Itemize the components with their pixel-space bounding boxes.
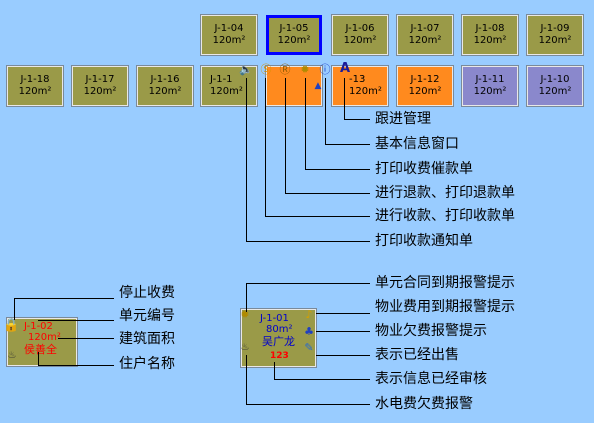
unit-code: J-1-07 [410, 23, 440, 34]
unit-area: 120m² [148, 86, 182, 97]
unit-code: J-1-02 [24, 321, 53, 332]
label-sold: 表示已经出售 [375, 347, 459, 363]
unit-area: 120m² [538, 35, 572, 46]
label-property-fee-expiry-alert: 物业费用到期报警提示 [375, 299, 515, 315]
unit-cell-j-1-17[interactable]: J-1-17 120m² [71, 65, 129, 107]
unit-code: J-1-04 [214, 23, 244, 34]
label-contract-expiry-alert: 单元合同到期报警提示 [375, 275, 515, 291]
unit-cell-j-1-14-obscured[interactable] [265, 65, 323, 107]
unit-code: -13 [349, 74, 366, 85]
unit-code: J-1-12 [410, 74, 440, 85]
unit-area: 120m² [349, 86, 382, 97]
owner-name: 吴广龙 [262, 335, 295, 348]
contract-alert-bulb-icon: ✹ [240, 308, 250, 321]
label-follow-up: 跟进管理 [375, 111, 431, 127]
label-print-notice: 打印收款通知单 [375, 233, 473, 249]
owner-name: 侯善全 [24, 343, 57, 356]
unit-area: 120m² [473, 35, 507, 46]
unit-code: J-1-1 [210, 74, 233, 85]
unit-area: 120m² [473, 86, 507, 97]
unit-cell-j-1-10[interactable]: J-1-10 120m² [526, 65, 584, 107]
unit-cell-j-1-15-partial[interactable]: J-1-1 120m² [200, 65, 258, 107]
label-audited: 表示信息已经审核 [375, 371, 487, 387]
label-utility-arrears-alert: 水电费欠费报警 [375, 396, 473, 412]
label-collect-payment: 进行收款、打印收款单 [375, 208, 515, 224]
unit-cell-j-1-07[interactable]: J-1-07 120m² [396, 14, 454, 56]
unit-cell-j-1-09[interactable]: J-1-09 120m² [526, 14, 584, 56]
alarm-bell-icon: ▲ [314, 81, 322, 91]
unit-code: J-1-17 [85, 74, 115, 85]
legend-unit-cell-right: J-1-01 80m² 吴广龙 123 [240, 308, 317, 368]
label-resident-name: 住户名称 [119, 356, 175, 372]
audit-number: 123 [270, 351, 289, 361]
unit-code: J-1-18 [20, 74, 50, 85]
unit-cell-j-1-08[interactable]: J-1-08 120m² [461, 14, 519, 56]
unit-area: 120m² [83, 86, 117, 97]
label-building-area: 建筑面积 [119, 331, 175, 347]
utility-arrears-icon: ♨ [240, 342, 250, 353]
unit-cell-j-1-05-selected[interactable]: J-1-05 120m² [266, 15, 322, 55]
label-property-arrears-alert: 物业欠费报警提示 [375, 323, 487, 339]
label-unit-number: 单元编号 [119, 308, 175, 324]
unit-code: J-1-05 [279, 23, 309, 34]
unit-area: 120m² [210, 86, 243, 97]
unit-area: 80m² [266, 324, 293, 335]
unit-area: 120m² [408, 86, 442, 97]
unit-cell-j-1-11[interactable]: J-1-11 120m² [461, 65, 519, 107]
unit-area: 120m² [277, 35, 311, 46]
unit-code: J-1-11 [475, 74, 505, 85]
sold-pin-icon: ✎ [304, 341, 314, 354]
unit-code: J-1-10 [540, 74, 570, 85]
unit-code: J-1-01 [260, 313, 289, 324]
unit-area: 120m² [538, 86, 572, 97]
unit-cell-j-1-13[interactable]: -13 120m² [331, 65, 389, 107]
unit-cell-j-1-12[interactable]: J-1-12 120m² [396, 65, 454, 107]
water-electric-icon: ♨ [7, 350, 17, 361]
label-refund: 进行退款、打印退款单 [375, 185, 515, 201]
property-fee-expiry-bell-icon: ♪ [305, 308, 313, 321]
speaker-icon[interactable]: 🔈 [239, 63, 253, 76]
receive-payment-icon[interactable]: Ⓢ [260, 63, 272, 76]
follow-up-icon[interactable]: A [339, 61, 351, 76]
unit-area: 120m² [343, 35, 377, 46]
lock-icon: 🔒 [3, 318, 20, 333]
unit-cell-j-1-18[interactable]: J-1-18 120m² [6, 65, 64, 107]
unit-cell-j-1-16[interactable]: J-1-16 120m² [136, 65, 194, 107]
unit-code: J-1-09 [540, 23, 570, 34]
refund-icon[interactable]: Ⓡ [279, 63, 291, 76]
unit-code: J-1-16 [150, 74, 180, 85]
unit-area: 120m² [212, 35, 246, 46]
unit-cell-j-1-04[interactable]: J-1-04 120m² [200, 14, 258, 56]
unit-area: 120m² [28, 332, 61, 343]
unit-cell-j-1-06[interactable]: J-1-06 120m² [331, 14, 389, 56]
bulb-icon[interactable]: ✹ [300, 63, 310, 76]
label-stop-charging: 停止收费 [119, 285, 175, 301]
arrears-alert-icon: ♣ [304, 325, 314, 338]
info-icon[interactable]: ⓘ [319, 63, 331, 76]
label-print-dunning: 打印收费催款单 [375, 161, 473, 177]
unit-area: 120m² [18, 86, 52, 97]
label-info-window: 基本信息窗口 [375, 136, 459, 152]
unit-area: 120m² [408, 35, 442, 46]
unit-code: J-1-06 [345, 23, 375, 34]
unit-code: J-1-08 [475, 23, 505, 34]
